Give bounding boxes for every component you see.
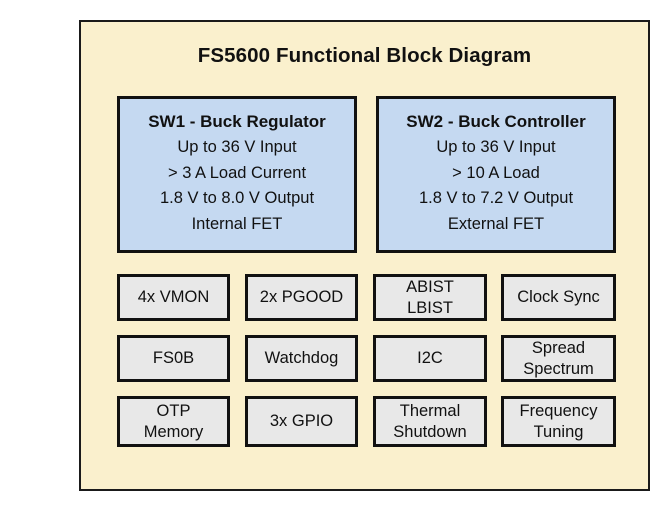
feature-block-line: Memory xyxy=(143,422,204,441)
block-diagram-panel: FS5600 Functional Block Diagram SW1 - Bu… xyxy=(79,20,650,491)
feature-block: 4x VMON xyxy=(117,274,230,321)
feature-block-line: OTP xyxy=(156,401,191,420)
feature-block-line: Tuning xyxy=(533,422,584,441)
feature-block-line: Spectrum xyxy=(523,359,594,378)
feature-block-line: Clock Sync xyxy=(517,288,600,307)
feature-block-line: LBIST xyxy=(407,298,453,317)
feature-block-line: 4x VMON xyxy=(137,288,210,307)
feature-block-line: ABIST xyxy=(406,277,454,296)
feature-block-line: I2C xyxy=(417,349,443,368)
feature-block: Spread Spectrum xyxy=(501,335,616,382)
regulator-block-sw1-spec: Up to 36 V Input xyxy=(177,137,297,156)
feature-block: Watchdog xyxy=(245,335,358,382)
regulator-block-sw2-spec: 1.8 V to 7.2 V Output xyxy=(418,189,574,208)
regulator-block-sw2-spec: Up to 36 V Input xyxy=(436,137,556,156)
regulator-block-sw1-spec: > 3 A Load Current xyxy=(167,163,307,182)
feature-block-line: Frequency xyxy=(519,401,598,420)
feature-block: OTP Memory xyxy=(117,396,230,447)
feature-block: Thermal Shutdown xyxy=(373,396,487,447)
feature-block: Clock Sync xyxy=(501,274,616,321)
feature-block-line: Shutdown xyxy=(393,422,467,441)
feature-block-grid: 4x VMON 2x PGOOD ABIST LBIST Clock Sync … xyxy=(117,274,616,447)
regulator-block-row: SW1 - Buck Regulator Up to 36 V Input > … xyxy=(117,96,616,253)
feature-block: ABIST LBIST xyxy=(373,274,487,321)
feature-block-line: Watchdog xyxy=(264,349,339,368)
feature-block-line: Spread xyxy=(531,338,586,357)
feature-block-line: FS0B xyxy=(152,349,195,368)
feature-block: 2x PGOOD xyxy=(245,274,358,321)
regulator-block-sw2-spec: > 10 A Load xyxy=(452,163,540,182)
feature-block-line: Thermal xyxy=(399,401,461,420)
diagram-title: FS5600 Functional Block Diagram xyxy=(197,44,532,67)
feature-block: FS0B xyxy=(117,335,230,382)
regulator-block-sw1-spec: Internal FET xyxy=(191,214,283,233)
regulator-block-sw1-spec: 1.8 V to 8.0 V Output xyxy=(159,189,315,208)
feature-block: 3x GPIO xyxy=(245,396,358,447)
feature-block-line: 2x PGOOD xyxy=(259,288,344,307)
regulator-block-sw1: SW1 - Buck Regulator Up to 36 V Input > … xyxy=(117,96,357,253)
regulator-block-sw2-heading: SW2 - Buck Controller xyxy=(406,111,586,131)
feature-block: Frequency Tuning xyxy=(501,396,616,447)
regulator-block-sw1-heading: SW1 - Buck Regulator xyxy=(148,111,326,131)
regulator-block-sw2-spec: External FET xyxy=(447,214,545,233)
feature-block: I2C xyxy=(373,335,487,382)
regulator-block-sw2: SW2 - Buck Controller Up to 36 V Input >… xyxy=(376,96,616,253)
feature-block-line: 3x GPIO xyxy=(269,412,334,431)
